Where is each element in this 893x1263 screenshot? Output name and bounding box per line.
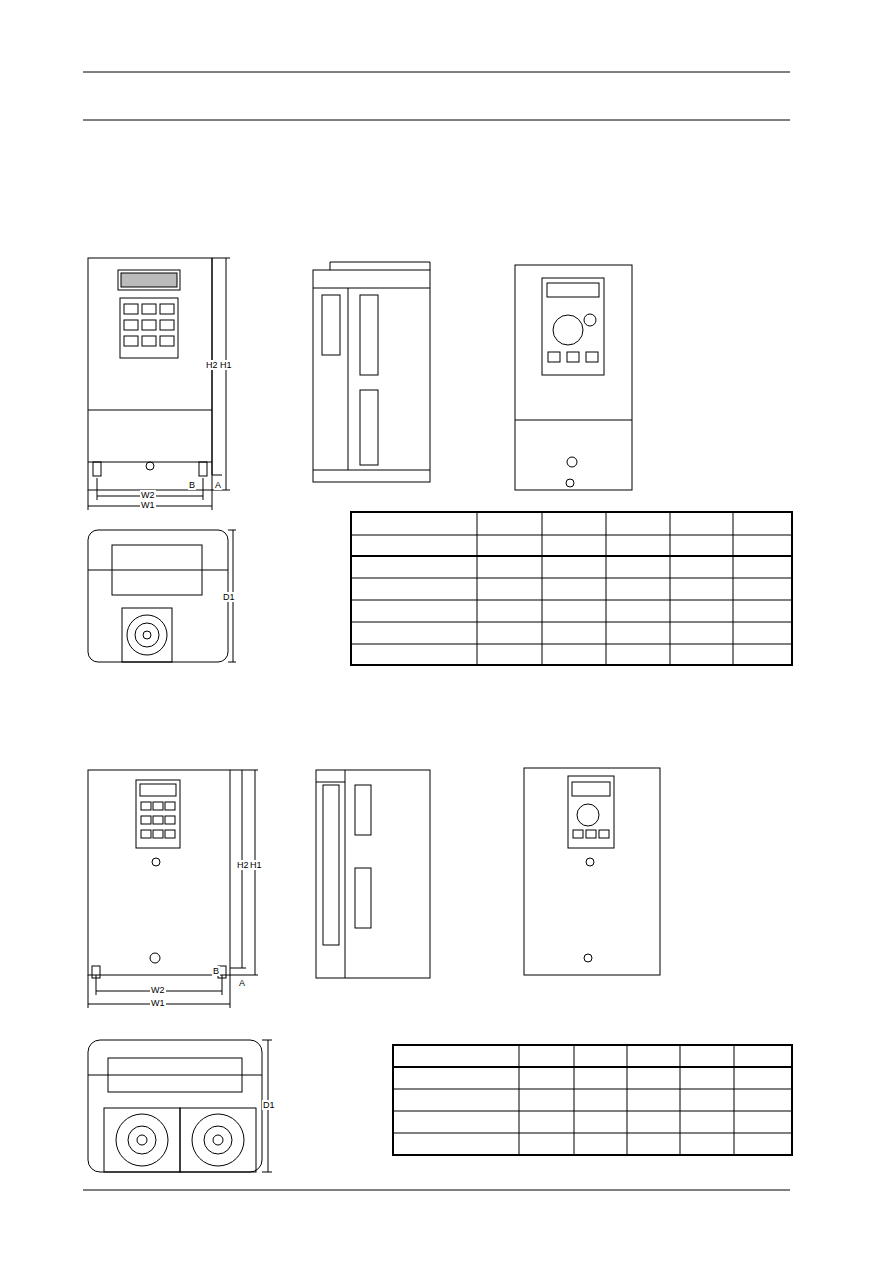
dimension-label: D1 bbox=[222, 592, 236, 602]
dimension-label: A bbox=[214, 480, 222, 490]
dimension-label: B bbox=[212, 966, 220, 976]
dimension-label: H2 bbox=[205, 360, 219, 370]
dimension-label: W1 bbox=[150, 998, 166, 1008]
dimension-label: W2 bbox=[140, 490, 156, 500]
dimension-label: H1 bbox=[249, 860, 263, 870]
dimension-label: H1 bbox=[219, 360, 233, 370]
dimension-label: D1 bbox=[262, 1100, 276, 1110]
dimension-label: B bbox=[188, 480, 196, 490]
dimension-label: H2 bbox=[236, 860, 250, 870]
dimension-label: A bbox=[238, 978, 246, 988]
dimension-label: W2 bbox=[150, 985, 166, 995]
dimension-label: W1 bbox=[140, 500, 156, 510]
